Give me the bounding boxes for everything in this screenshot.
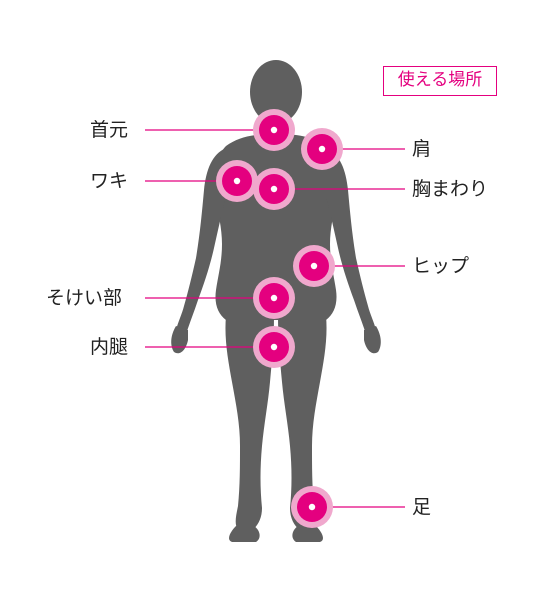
markers	[216, 109, 343, 528]
marker-armpit	[216, 160, 258, 202]
usage-area-badge: 使える場所	[383, 66, 497, 96]
marker-shoulder	[301, 128, 343, 170]
label-neck: 首元	[90, 119, 129, 141]
label-shoulder: 肩	[412, 138, 432, 160]
label-chest: 胸まわり	[412, 178, 489, 200]
label-thigh: 内腿	[90, 336, 129, 358]
label-armpit: ワキ	[90, 170, 129, 192]
marker-groin	[253, 277, 295, 319]
label-foot: 足	[412, 496, 432, 518]
marker-neck	[253, 109, 295, 151]
marker-foot	[291, 486, 333, 528]
leader-lines	[145, 129, 405, 508]
body-silhouette	[171, 60, 381, 542]
marker-thigh	[253, 326, 295, 368]
marker-chest	[253, 168, 295, 210]
label-groin: そけい部	[46, 287, 123, 309]
label-hip: ヒップ	[412, 255, 470, 277]
marker-hip	[293, 245, 335, 287]
